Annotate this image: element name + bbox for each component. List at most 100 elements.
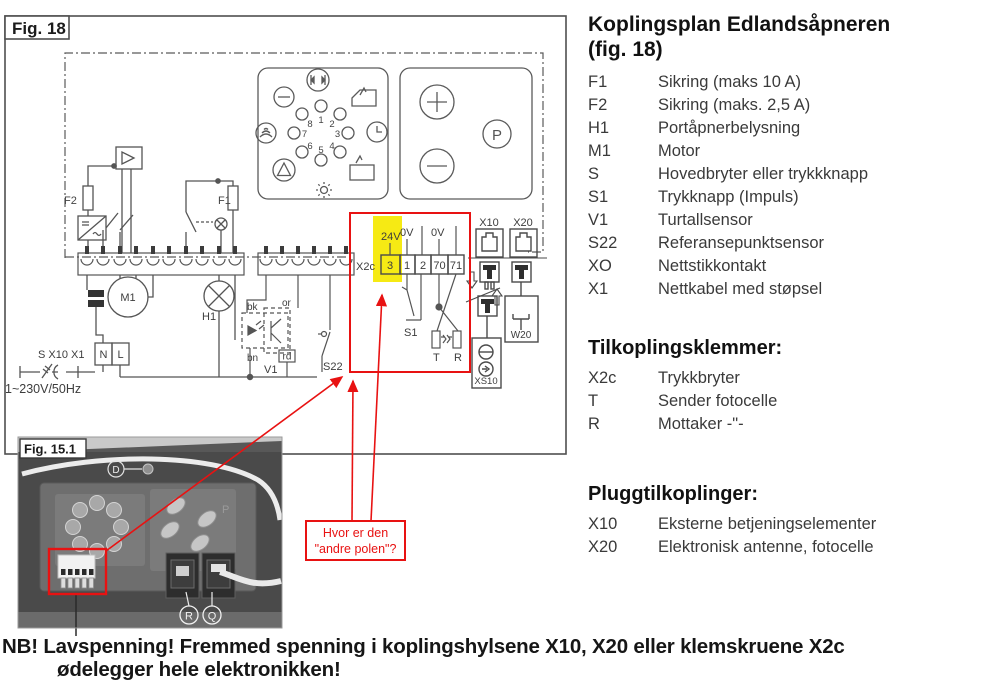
photo-r-ring (179, 605, 199, 625)
x10-socket-icon (481, 232, 498, 252)
f1-circuit (185, 178, 239, 253)
terminal-3: 3 (387, 260, 393, 272)
legend-panel: Koplingsplan Edlandsåpneren (fig. 18) F1… (588, 12, 994, 559)
connector-x10-group (465, 228, 547, 389)
f1-label: F1 (218, 195, 231, 207)
wiring-schematic: Fig. 18 1 2 3 4 5 6 7 8 (4, 15, 567, 636)
s1-label: S1 (404, 327, 417, 339)
minus-button-icon (419, 148, 455, 184)
plus-button-icon (419, 84, 455, 120)
motor-m1 (86, 275, 154, 343)
gate-close-icon (349, 164, 375, 181)
photocell-group (431, 273, 462, 349)
fig151-label: Fig. 15.1 (24, 442, 76, 457)
highlight-24v-terminal (373, 216, 402, 282)
n-label: N (100, 349, 108, 361)
terminal-row-right (257, 246, 355, 276)
wire-or-label: or (282, 298, 292, 309)
x2c-label: X2c (356, 261, 375, 273)
schematic-highlight-rect (349, 212, 471, 373)
triangle-icon (272, 158, 296, 182)
phototransistor-icon (270, 318, 282, 344)
xs10-label: XS10 (474, 376, 497, 387)
wire-bn-label: bn (247, 353, 258, 364)
main-switch-icon (41, 363, 53, 379)
sensor-s22 (318, 275, 331, 372)
x20-label: X20 (513, 217, 533, 229)
unit-boundary (64, 52, 544, 258)
callout-line2: "andre polen"? (315, 542, 397, 556)
svg-text:2: 2 (329, 119, 334, 130)
v1-label: V1 (264, 364, 277, 376)
legend-title-line2: (fig. 18) (588, 38, 663, 62)
warning-line2: ødelegger hele elektronikken! (57, 658, 341, 681)
terminal-2: 2 (420, 260, 426, 272)
h1-label: H1 (202, 311, 216, 323)
receiver-label: R (454, 352, 462, 364)
red-annotations: Hvor er den "andre polen"? (47, 212, 471, 596)
lamp-h1 (203, 275, 236, 377)
arrow-down-icon (465, 271, 479, 289)
svg-text:7: 7 (302, 129, 307, 140)
plugs-header: Pluggtilkoplinger: (588, 483, 758, 506)
f2-label: F2 (64, 195, 77, 207)
callout-box: Hvor er den "andre polen"? (305, 520, 406, 561)
photo-r-label: R (185, 611, 193, 623)
w20-label: W20 (511, 330, 532, 341)
connector-x20-group (504, 228, 539, 343)
s1-switch (401, 274, 422, 321)
svg-text:1: 1 (318, 115, 323, 126)
light-icon (319, 185, 329, 195)
label-0v-a: 0V (400, 227, 414, 239)
mains-input (19, 342, 317, 381)
control-panel-right (399, 67, 533, 200)
photo-highlight-rect (47, 547, 108, 596)
photo-p-label: P (222, 504, 229, 516)
f2-circuit (77, 146, 143, 253)
dial-numbers: 1 2 3 4 5 6 7 8 (302, 115, 340, 156)
warning-note: NB! Lavspenning! Fremmed spenning i kopl… (2, 635, 1000, 681)
photo-sockets (165, 552, 236, 599)
svg-text:6: 6 (307, 141, 312, 152)
amplifier-icon (121, 150, 136, 166)
photo-terminal-block (57, 554, 96, 589)
white-cable-socket (219, 569, 282, 587)
label-24v: 24V (381, 231, 401, 243)
radio-icon (255, 122, 277, 144)
white-cable-top (21, 456, 283, 521)
terminal-row-left (77, 246, 245, 276)
red-arrow-photo (105, 376, 344, 552)
p-button-label: P (492, 127, 502, 144)
terminal-70: 70 (433, 260, 445, 272)
travel-limit-icon (310, 75, 315, 85)
label-0v-b: 0V (431, 227, 445, 239)
program-dial (287, 99, 355, 167)
wire-bk-label: bk (247, 302, 259, 313)
svg-text:5: 5 (318, 145, 323, 156)
x10-label: X10 (479, 217, 499, 229)
mains-supply-label: 1~230V/50Hz (5, 382, 81, 396)
screw-icon (142, 463, 154, 475)
legend-title: Koplingsplan Edlandsåpneren (fig. 18) (588, 12, 994, 62)
s22-label: S22 (323, 361, 343, 373)
plug-icon (53, 364, 59, 380)
led-icon (247, 324, 258, 337)
control-panel-left (255, 67, 389, 200)
photo-q-label: Q (208, 611, 217, 623)
